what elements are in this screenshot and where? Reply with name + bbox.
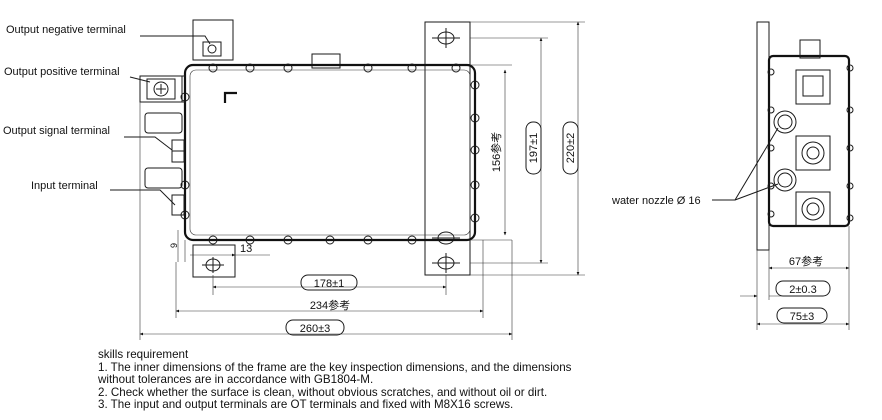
main-housing (183, 63, 477, 242)
vertical-dimensions: 156参考 197±1 220±2 (470, 21, 585, 276)
side-bolts (767, 64, 854, 222)
side-view (712, 21, 854, 251)
water-nozzle-upper (773, 110, 797, 134)
label-output-positive: Output positive terminal (4, 66, 120, 78)
dim-75: 75±3 (790, 311, 814, 323)
dim-9: 9 (169, 243, 179, 248)
dim-234: 234参考 (310, 298, 350, 312)
output-negative-terminal (202, 41, 222, 57)
side-mounting-plate (756, 21, 770, 251)
label-input-terminal: Input terminal (31, 180, 98, 192)
output-signal-terminal (144, 112, 185, 163)
top-connector (311, 53, 341, 69)
output-positive-terminal (139, 75, 186, 103)
side-connector-top (795, 69, 831, 105)
note-line-2: without tolerances are in accordance wit… (98, 373, 374, 387)
side-dimensions: 67参考 2±0.3 75±3 (740, 226, 850, 330)
dim-box-75 (776, 307, 828, 324)
right-mounting-plate (424, 21, 471, 276)
top-left-bracket (192, 19, 234, 61)
dim-67: 67参考 (789, 254, 823, 268)
note-line-1: 1. The inner dimensions of the frame are… (98, 360, 572, 374)
side-top-connector (799, 39, 821, 59)
side-housing (767, 54, 851, 228)
front-view (139, 19, 512, 278)
dim-2: 2±0.3 (789, 284, 816, 296)
input-terminal (144, 167, 185, 216)
label-output-negative: Output negative terminal (6, 24, 126, 36)
notes-title: skills requirement (98, 348, 189, 361)
dim-box-178 (300, 274, 358, 291)
housing-bolts (180, 63, 480, 245)
dim-box-197 (525, 121, 542, 175)
skills-requirement-notes: skills requirement 1. The inner dimensio… (98, 348, 572, 412)
dim-220: 220±2 (565, 133, 577, 164)
dim-box-260 (285, 319, 345, 336)
label-leaders (110, 35, 211, 206)
water-nozzle-lower (773, 168, 797, 192)
label-water-nozzle: water nozzle Ø 16 (611, 195, 701, 207)
side-connector-middle (795, 135, 831, 171)
side-connector-bottom (795, 191, 831, 227)
corner-mark (223, 91, 237, 103)
dim-197: 197±1 (528, 133, 540, 164)
horizontal-dimensions: 13 9 178±1 234参考 260±3 (139, 102, 513, 340)
note-line-4: 3. The input and output terminals are OT… (98, 398, 514, 412)
dim-178: 178±1 (314, 278, 345, 290)
bottom-left-bracket (192, 244, 236, 278)
label-output-signal: Output signal terminal (3, 125, 110, 137)
dim-13: 13 (240, 243, 252, 255)
dim-260: 260±3 (300, 323, 331, 335)
dim-156: 156参考 (489, 132, 503, 172)
note-line-3: 2. Check whether the surface is clean, w… (98, 385, 548, 399)
dim-box-220 (562, 121, 579, 175)
dim-box-2 (775, 280, 831, 297)
